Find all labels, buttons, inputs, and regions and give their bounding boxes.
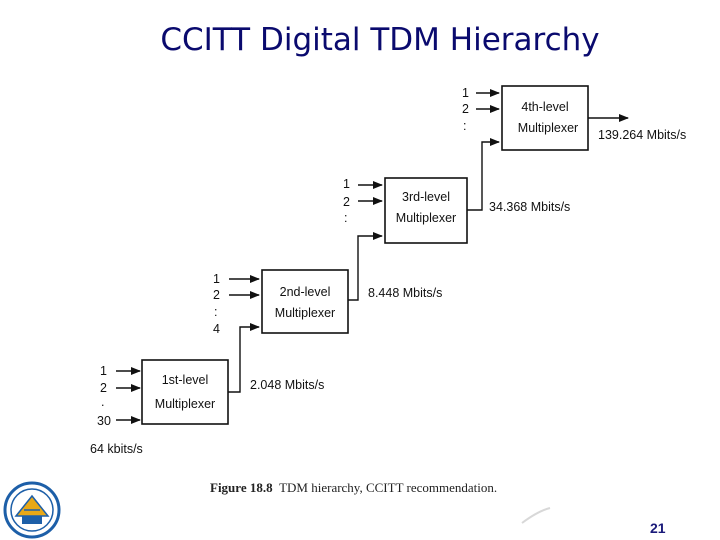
mux-1-input-2: 2 [100,381,107,395]
mux-3-input-1: 1 [343,177,350,191]
mux-3-output-rate: 34.368 Mbits/s [489,200,570,214]
link-2-to-3 [348,232,383,301]
mux-level-2: 2nd-level Multiplexer [261,269,349,334]
link-1-to-2 [228,323,260,393]
mux-2-input-2: 2 [213,288,220,302]
figure-caption: Figure 18.8 TDM hierarchy, CCITT recomme… [210,480,497,496]
mux-level-3-title: 3rd-level [402,190,450,204]
figure-number: Figure 18.8 [210,480,273,495]
mux-level-3: 3rd-level Multiplexer [384,177,468,244]
mux-level-4: 4th-level Multiplexer [501,85,589,151]
figure-caption-text: TDM hierarchy, CCITT recommendation. [279,480,498,495]
mux-1-input-dots: . [101,395,104,409]
mux-4-output-rate: 139.264 Mbits/s [598,128,686,142]
mux-4-input-2: 2 [462,102,469,116]
page-title: CCITT Digital TDM Hierarchy [160,22,600,58]
mux-level-3-subtitle: Multiplexer [396,211,456,225]
mux-2-output-rate: 8.448 Mbits/s [368,286,442,300]
mux-1-output-rate: 2.048 Mbits/s [250,378,324,392]
mux-3-input-2: 2 [343,195,350,209]
mux-1-input-n: 30 [97,414,111,428]
input-rate-label: 64 kbits/s [90,442,143,456]
mux-2-input-dots: : [214,305,217,319]
mux-level-2-subtitle: Multiplexer [275,306,335,320]
mux-4-input-1: 1 [462,86,469,100]
mux-level-1: 1st-level Multiplexer [141,359,229,425]
decorative-swoosh [521,507,551,524]
mux-4-input-dots: : [463,119,466,133]
mux-1-input-1: 1 [100,364,107,378]
page-number: 21 [650,520,666,536]
mux-level-4-subtitle: Multiplexer [518,121,578,135]
mux-level-1-title: 1st-level [162,373,209,387]
link-3-to-4 [467,138,500,211]
mux-level-4-title: 4th-level [521,100,568,114]
mux-3-input-dots: : [344,211,347,225]
mux-level-2-title: 2nd-level [280,285,331,299]
university-seal-logo [3,481,61,539]
mux-level-1-subtitle: Multiplexer [155,397,215,411]
mux-2-input-1: 1 [213,272,220,286]
mux-2-input-n: 4 [213,322,220,336]
